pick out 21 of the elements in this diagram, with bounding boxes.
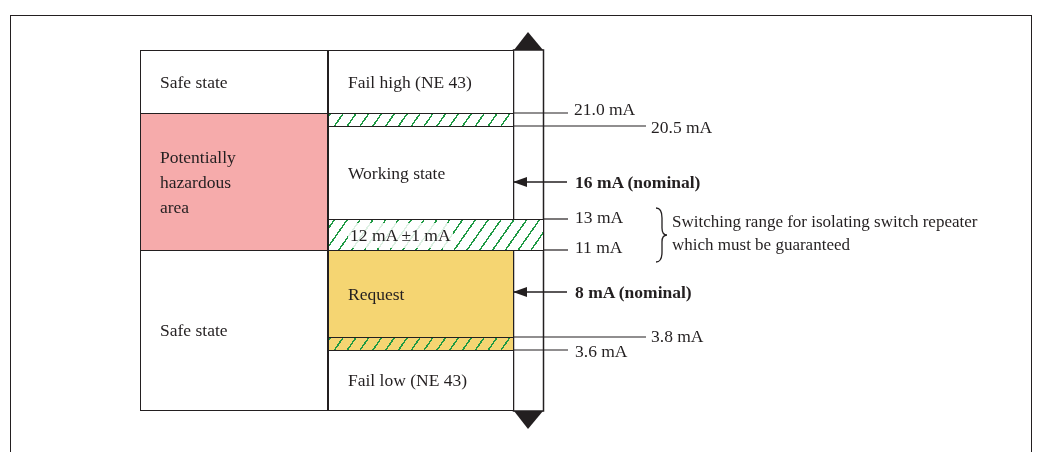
request-cell: Request [328,250,514,338]
arrow [513,287,568,297]
arrow [513,177,568,187]
nominal-current-label: 16 mA (nominal) [575,171,701,193]
state-cell: Safe state [140,250,328,411]
tolerance-band [328,113,514,127]
current-value-label: 11 mA [575,236,623,258]
current-value-label: 3.6 mA [575,340,628,362]
current-value-label: 20.5 mA [651,116,713,138]
state-cell: Fail high (NE 43) [328,50,514,114]
hazard-cell: Potentially hazardous area [140,113,328,251]
current-value-label: 21.0 mA [574,98,636,120]
current-value-label: 13 mA [575,206,624,228]
state-cell: Fail low (NE 43) [328,350,514,411]
current-value-label: 3.8 mA [651,325,704,347]
state-cell: Safe state [140,50,328,114]
nominal-current-label: 8 mA (nominal) [575,281,692,303]
switching-band: 12 mA ±1 mA [328,219,544,251]
tolerance-band [328,337,514,351]
range-note: Switching range for isolating switch repeater which must be guaranteed [672,211,979,256]
state-cell: Working state [328,126,514,220]
